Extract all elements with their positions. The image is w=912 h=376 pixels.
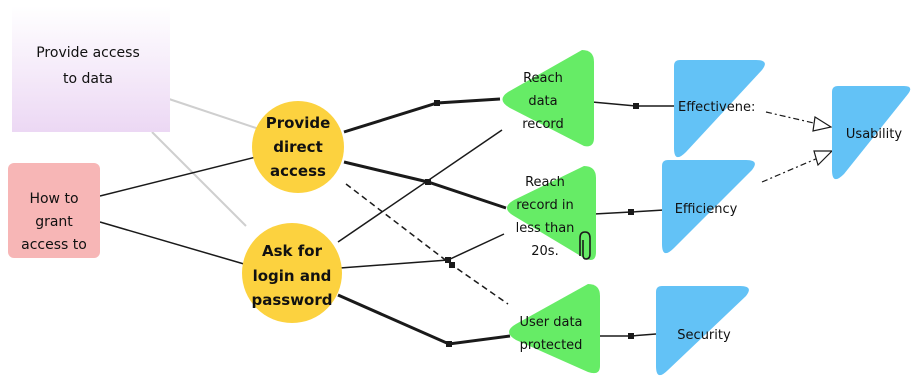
node-ask-for-login[interactable]: Ask for login and password [242, 223, 342, 323]
connector-grant-to-login [99, 221, 245, 265]
connector-login-to-reach-20s [339, 233, 505, 269]
node-label-line: 20s. [531, 244, 558, 259]
connector-junction [628, 333, 634, 339]
note-shape [12, 6, 170, 132]
connector-direct-to-reach-record [343, 97, 501, 134]
circle-shape [242, 223, 342, 323]
connector-junction [434, 100, 440, 106]
node-label-line: record in [516, 198, 574, 213]
node-label: Efficiency [675, 202, 738, 217]
triangle-shape [502, 50, 594, 147]
node-label-line: record [522, 117, 564, 132]
connector-junction [445, 257, 451, 263]
rounded-box-shape [8, 163, 100, 258]
node-label-line: protected [520, 338, 583, 353]
node-provide-direct-access[interactable]: Provide direct access [252, 101, 344, 193]
node-label-line: How to [29, 191, 78, 207]
connector-junction [425, 179, 431, 185]
node-usability[interactable]: Usability [832, 86, 911, 180]
softgoal-shape [674, 60, 765, 158]
node-efficiency[interactable]: Efficiency [662, 160, 755, 254]
node-security[interactable]: Security [656, 286, 749, 376]
node-how-to-grant-access[interactable]: How to grant access to [8, 163, 100, 258]
triangle-shape [509, 284, 600, 374]
softgoal-shape [832, 86, 911, 180]
connector-junction [446, 341, 452, 347]
connector-login-to-reach-record [337, 129, 503, 243]
connector-junction [628, 209, 634, 215]
connector-efficiency-to-usability [761, 157, 819, 183]
node-label: Effectivene: [678, 100, 755, 115]
node-label-line: User data [519, 315, 582, 330]
node-label-line: password [251, 291, 332, 309]
node-label-line: to data [63, 71, 113, 87]
node-label: Security [677, 328, 731, 343]
connector-login-to-user-data [337, 293, 511, 346]
node-effectiveness[interactable]: Effectivene: [674, 60, 765, 158]
connector-note-to-login [151, 131, 247, 227]
node-label-line: grant [35, 214, 73, 230]
node-label-line: Provide [266, 114, 331, 132]
node-label-line: Provide access [36, 45, 140, 61]
connector-effectiveness-to-usability [765, 111, 819, 125]
paperclip-icon[interactable] [579, 231, 591, 260]
arrowhead-icon [813, 150, 834, 167]
circle-shape [252, 101, 344, 193]
connectors [99, 97, 834, 347]
node-label-line: Ask for [262, 242, 323, 260]
connector-junction [449, 262, 455, 268]
node-label-line: direct [273, 138, 323, 156]
node-provide-access-to-data[interactable]: Provide access to data [12, 6, 170, 132]
connector-grant-to-direct-access [99, 156, 257, 197]
connector-note-to-direct-access [165, 97, 263, 131]
node-reach-data-record[interactable]: Reach data record [502, 50, 594, 147]
node-label-line: data [528, 94, 557, 109]
node-label-line: Reach [523, 71, 563, 86]
node-label-line: login and [253, 267, 332, 285]
softgoal-shape [656, 286, 749, 376]
node-label-line: access [270, 162, 326, 180]
node-label-line: less than [516, 221, 575, 236]
node-label: Usability [846, 127, 902, 142]
arrowhead-icon [812, 116, 833, 132]
node-label-line: Reach [525, 175, 565, 190]
connector-junction [633, 103, 639, 109]
triangle-shape [507, 166, 596, 260]
softgoal-shape [662, 160, 755, 254]
connector-user-data-to-security [598, 333, 657, 337]
node-reach-record-20s[interactable]: Reach record in less than 20s. [507, 166, 596, 260]
node-label-line: access to [21, 237, 87, 253]
node-user-data-protected[interactable]: User data protected [509, 284, 600, 374]
